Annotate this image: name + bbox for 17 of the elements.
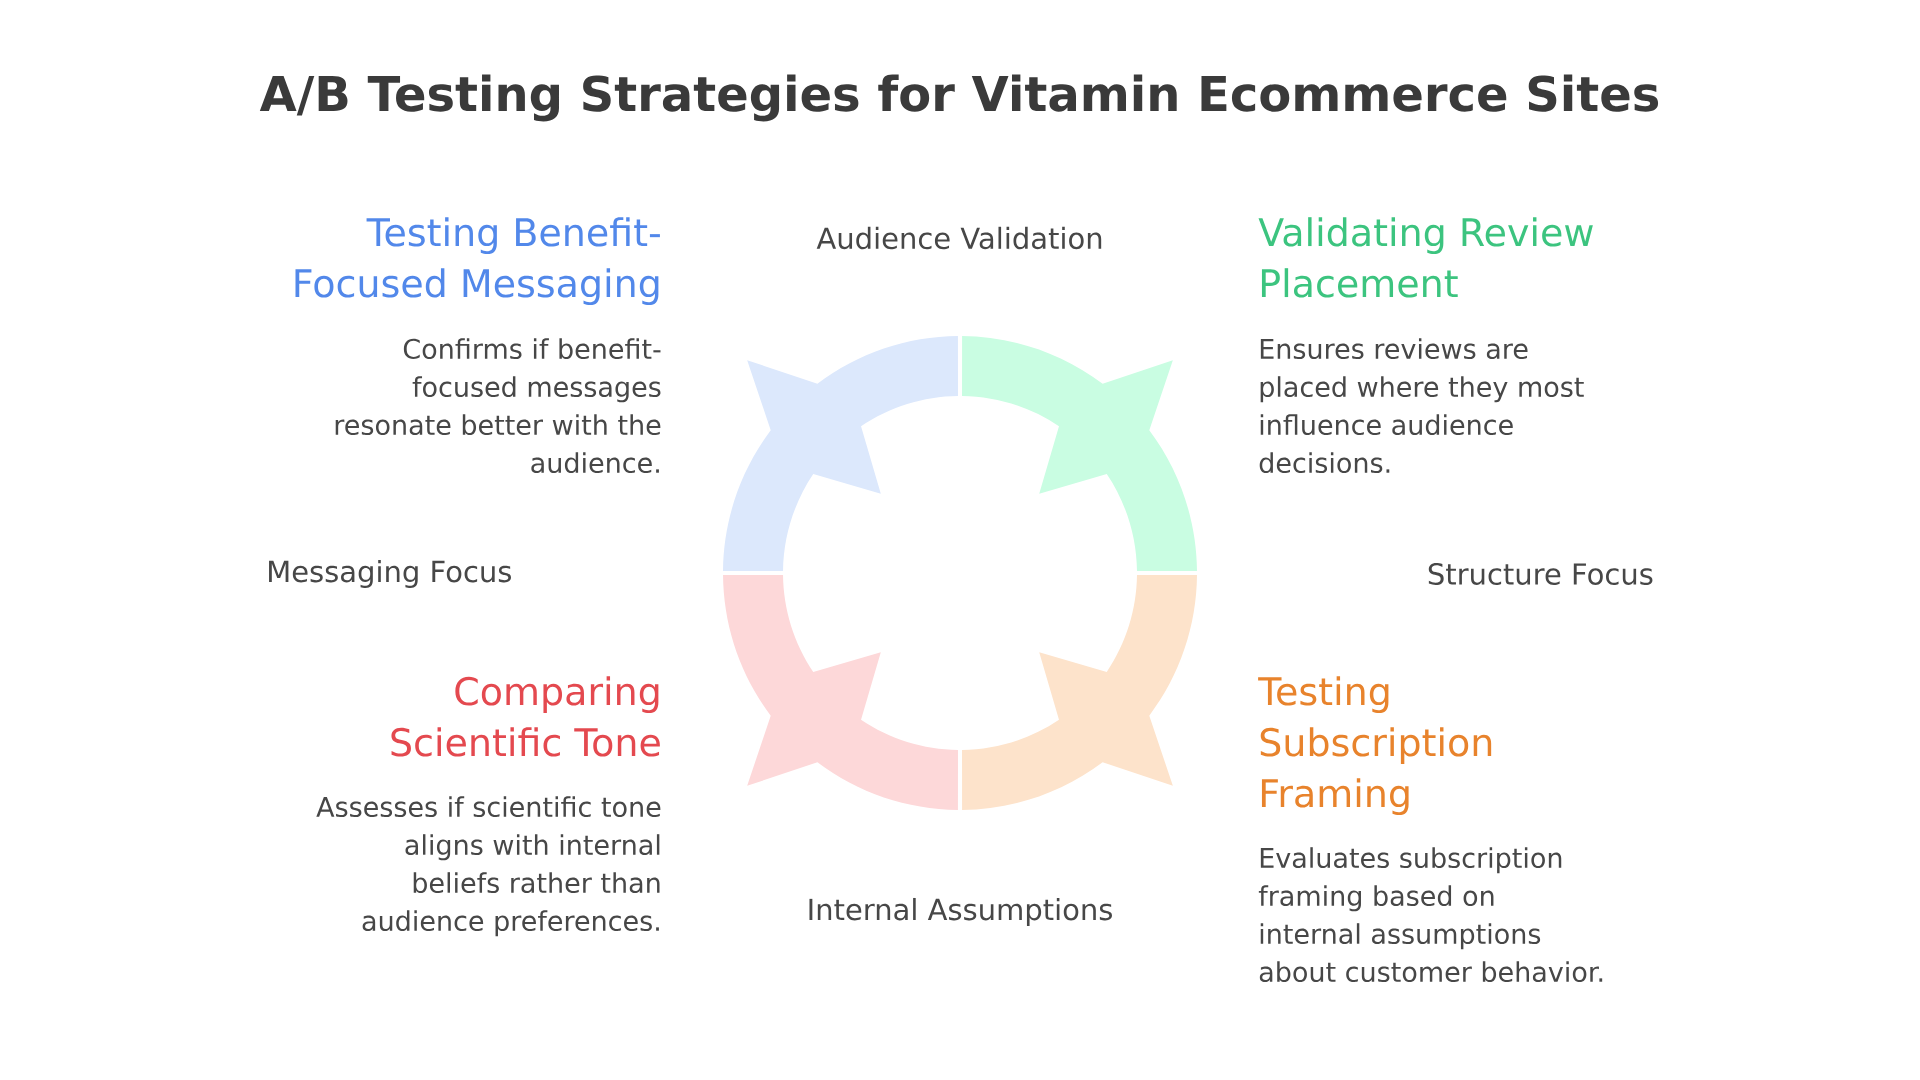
axis-label: Internal Assumptions — [809, 897, 1112, 927]
axis-label: Audience Validation — [816, 226, 1102, 250]
ring-segment — [962, 575, 1197, 810]
quadrant-description: Confirms if benefit-focused messages resonate better with the audience. — [335, 338, 661, 474]
quadrant-description: Ensures reviews are placed where they most influence audience decisions. — [1259, 338, 1584, 474]
quadrant-description: Evaluates subscription framing based on internal assumptions about customer behavior. — [1258, 847, 1603, 983]
quadrant-description: Assesses if scientific tone aligns with internal beliefs rather than audience preferences. — [316, 796, 661, 937]
quadrant-heading: Validating Review Placement — [1258, 217, 1593, 298]
quadrant-heading: Comparing Scientific Tone — [391, 676, 660, 757]
ring-segment — [962, 336, 1197, 571]
quadrant-heading: Testing Subscription Framing — [1258, 676, 1492, 815]
title: A/B Testing Strategies for Vitamin Ecommerce Sites — [259, 74, 1659, 122]
axis-label: Structure Focus — [1428, 563, 1653, 585]
ring-segment — [723, 575, 958, 810]
ring-segment — [723, 336, 958, 571]
axis-label: Messaging Focus — [269, 559, 511, 589]
quadrant-heading: Testing Benefit-Focused Messaging — [295, 217, 660, 305]
